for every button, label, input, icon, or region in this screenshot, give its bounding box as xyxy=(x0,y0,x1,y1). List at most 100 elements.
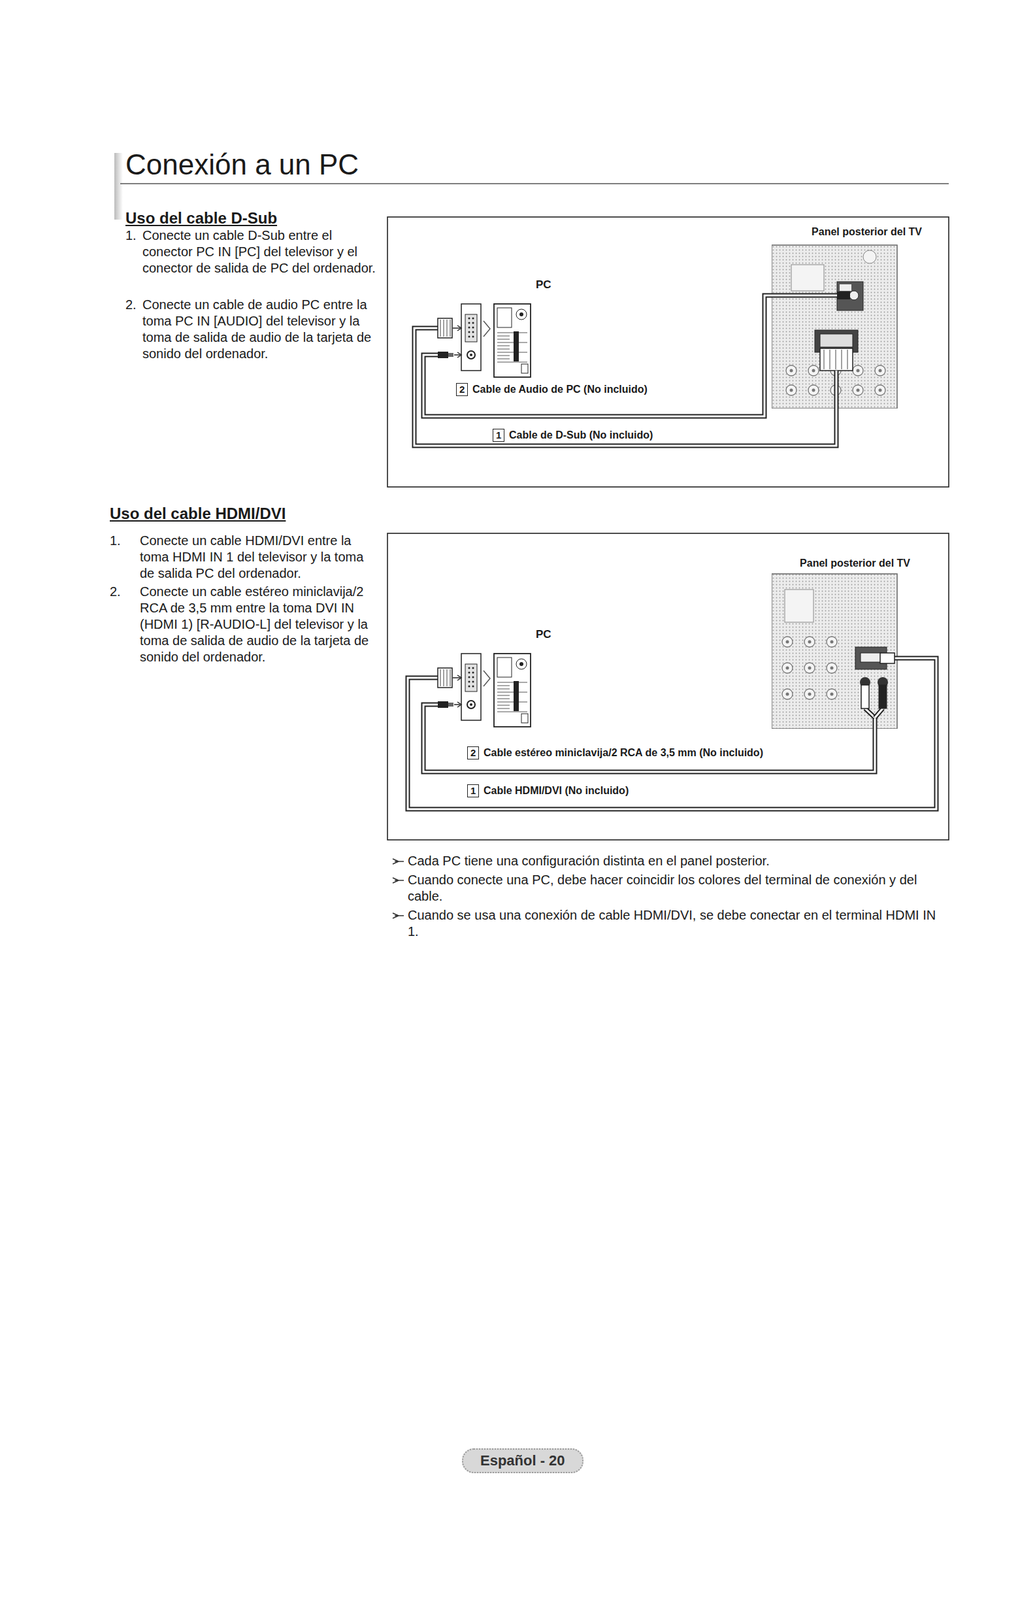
tv-panel-illustration xyxy=(771,556,913,729)
drawing-part xyxy=(880,652,895,664)
pc-node: PC xyxy=(431,627,573,729)
cable-label: Cable de D-Sub (No incluido) xyxy=(507,428,655,442)
drawing-part xyxy=(497,348,510,350)
drawing-part xyxy=(392,877,404,883)
drawing-part xyxy=(452,676,460,679)
title-rule xyxy=(120,182,949,185)
drawing-part xyxy=(440,669,442,687)
drawing-part xyxy=(472,331,475,334)
drawing-part xyxy=(874,384,886,396)
drawing-part xyxy=(860,652,882,662)
drawing-part xyxy=(497,339,510,340)
drawing-part xyxy=(789,369,794,373)
step-number: 1. xyxy=(125,227,137,244)
drawing-part xyxy=(497,657,512,677)
drawing-part xyxy=(497,682,528,683)
drawing-part xyxy=(829,349,831,370)
drawing-part xyxy=(468,335,471,338)
drawing-part xyxy=(483,670,491,687)
drawing-part xyxy=(431,352,438,358)
drawing-part xyxy=(782,662,793,674)
drawing-part xyxy=(493,653,531,727)
drawing-part xyxy=(472,680,475,683)
drawing-part xyxy=(521,713,528,723)
drawing-part xyxy=(808,666,812,670)
drawing-part xyxy=(457,325,462,331)
drawing-part xyxy=(808,365,819,376)
drawing-part xyxy=(878,369,883,373)
tv-panel-node: Panel posterior del TV xyxy=(771,556,913,729)
drawing-part xyxy=(820,348,853,371)
drawing-part xyxy=(497,701,528,703)
node-label: Panel posterior del TV xyxy=(771,225,925,239)
drawing-part xyxy=(771,245,898,409)
step-text: Conecte un cable estéreo miniclavija/2 R… xyxy=(139,583,379,666)
drawing-part xyxy=(830,692,834,696)
drawing-part xyxy=(454,703,460,706)
drawing-part xyxy=(497,698,510,700)
drawing-part xyxy=(513,680,519,711)
drawing-part xyxy=(472,667,475,670)
drawing-part xyxy=(465,314,477,342)
drawing-part xyxy=(826,662,838,674)
note-arrow xyxy=(392,856,406,866)
drawing-part xyxy=(472,671,475,674)
drawing-part xyxy=(786,666,790,670)
section-heading: Uso del cable HDMI/DVI xyxy=(109,503,286,524)
note-arrow xyxy=(392,910,406,920)
drawing-part xyxy=(835,370,838,409)
drawing-part xyxy=(786,384,797,396)
drawing-part xyxy=(841,349,843,370)
drawing-part xyxy=(786,365,797,376)
drawing-part xyxy=(468,317,471,320)
drawing-part xyxy=(461,303,481,371)
step-text: Conecte un cable de audio PC entre la to… xyxy=(142,296,381,362)
drawing-part xyxy=(465,663,477,692)
drawing-part xyxy=(497,705,510,706)
drawing-part xyxy=(448,702,454,707)
drawing-part xyxy=(497,332,528,334)
drawing-part xyxy=(392,858,404,864)
page-title: Conexión a un PC xyxy=(125,150,359,180)
drawing-part xyxy=(874,708,883,718)
tv-panel-illustration xyxy=(771,225,925,409)
drawing-part xyxy=(497,361,528,363)
drawing-part xyxy=(808,384,819,396)
drawing-part xyxy=(468,671,471,674)
drawing-part xyxy=(786,692,790,696)
drawing-part xyxy=(804,688,815,700)
drawing-part xyxy=(431,354,438,357)
drawing-part xyxy=(450,319,451,337)
drawing-part xyxy=(839,284,852,291)
drawing-part xyxy=(808,640,812,644)
diagram-frame xyxy=(387,216,949,487)
node-label: PC xyxy=(431,277,573,292)
drawing-part xyxy=(834,370,839,409)
callout-number: 1 xyxy=(467,784,479,798)
drawing-part xyxy=(497,342,528,344)
drawing-part xyxy=(497,358,510,360)
drawing-part xyxy=(443,319,445,337)
drawing-part xyxy=(497,685,510,687)
drawing-part xyxy=(784,589,814,623)
drawing-part xyxy=(472,326,475,329)
drawing-part xyxy=(454,354,460,356)
drawing-part xyxy=(497,335,510,337)
step-text: Conecte un cable D-Sub entre el conector… xyxy=(142,227,381,277)
side-bar xyxy=(114,152,123,220)
drawing-part xyxy=(443,669,445,687)
drawing-part xyxy=(789,388,794,393)
drawing-part xyxy=(856,388,860,393)
drawing-part xyxy=(468,667,471,670)
drawing-part xyxy=(826,688,838,700)
drawing-part xyxy=(830,640,834,644)
drawing-part xyxy=(497,711,528,713)
drawing-part xyxy=(497,355,510,357)
drawing-part xyxy=(423,295,772,417)
drawing-part xyxy=(516,658,527,670)
drawing-part xyxy=(497,691,528,693)
pc-illustration xyxy=(431,277,569,379)
drawing-part xyxy=(469,353,473,357)
drawing-part xyxy=(516,309,527,320)
